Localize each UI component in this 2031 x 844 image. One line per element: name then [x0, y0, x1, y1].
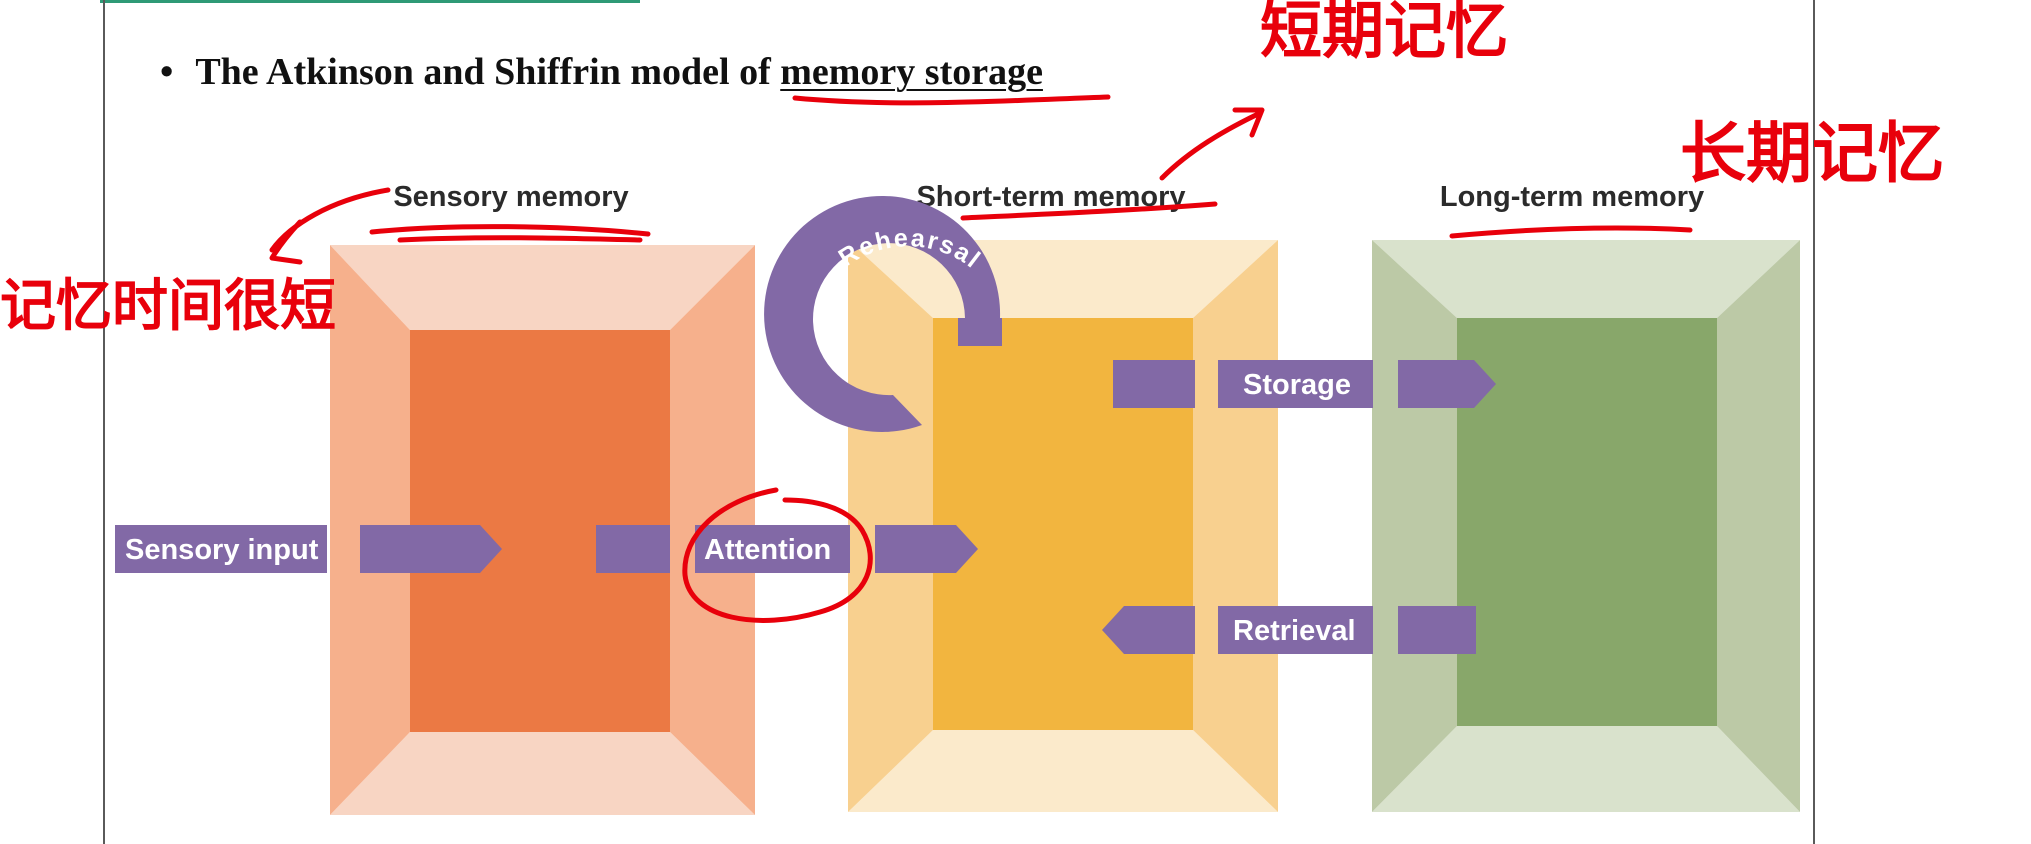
attention-arrowhead — [875, 525, 978, 573]
heading-underline-mark — [792, 94, 1111, 106]
long-term-title-underline-mark — [1449, 225, 1693, 239]
retrieval-tail — [1398, 606, 1476, 654]
sensory-pointer-arrow — [269, 187, 391, 265]
sensory-memory-title: Sensory memory — [393, 181, 628, 213]
rehearsal-arrowhead — [958, 318, 1002, 346]
short-term-note: 短期记忆 — [1260, 0, 1508, 67]
long-box-right — [1717, 240, 1800, 812]
heading-underlined-text: memory storage — [780, 51, 1043, 93]
long-term-memory-title: Long-term memory — [1440, 181, 1704, 213]
short-term-pointer-arrow — [1159, 107, 1265, 181]
sensory-box-top — [330, 245, 755, 330]
short-box-right — [1193, 240, 1278, 812]
storage-label-bg — [1218, 360, 1373, 408]
long-term-memory-box — [1372, 240, 1800, 812]
retrieval-arrow: Retrieval — [1102, 606, 1476, 654]
attention-arrow: Attention — [596, 525, 978, 573]
retrieval-label-bg — [1218, 606, 1373, 654]
long-term-note: 长期记忆 — [1680, 115, 1944, 192]
slide-heading: • The Atkinson and Shiffrin model of memo… — [160, 50, 1043, 94]
short-term-title-underline-mark — [960, 201, 1218, 221]
retrieval-arrowhead — [1102, 606, 1195, 654]
sensory-box-bottom — [330, 732, 755, 815]
bullet-marker: • — [160, 51, 174, 93]
attention-tail — [596, 525, 670, 573]
sensory-input-label-bg — [115, 525, 327, 573]
handwritten-annotations: 短期记忆 长期记忆 记忆时间很短 — [0, 0, 1944, 623]
long-box-top — [1372, 240, 1800, 318]
retrieval-label: Retrieval — [1233, 615, 1356, 647]
heading-text: The Atkinson and Shiffrin model of — [195, 51, 781, 93]
attention-label: Attention — [704, 534, 831, 566]
storage-label: Storage — [1243, 369, 1351, 401]
attention-label-bg — [695, 525, 850, 573]
long-box-back — [1457, 318, 1717, 726]
sensory-note: 记忆时间很短 — [0, 274, 336, 339]
long-box-left — [1372, 240, 1457, 812]
storage-arrow: Storage — [1113, 360, 1496, 408]
rehearsal-arc — [764, 195, 1001, 432]
sensory-input-arrowhead — [360, 525, 502, 573]
long-box-bottom — [1372, 726, 1800, 812]
attention-circle-mark — [682, 487, 873, 623]
storage-tail — [1113, 360, 1195, 408]
short-box-bottom — [848, 730, 1278, 812]
sensory-title-underline-mark — [369, 224, 651, 243]
right-border-line — [1813, 0, 1815, 844]
sensory-input-label: Sensory input — [125, 534, 319, 566]
left-border-line — [103, 0, 105, 844]
sensory-input-arrow: Sensory input — [115, 525, 502, 573]
storage-arrowhead — [1398, 360, 1496, 408]
top-accent-bar — [100, 0, 640, 3]
